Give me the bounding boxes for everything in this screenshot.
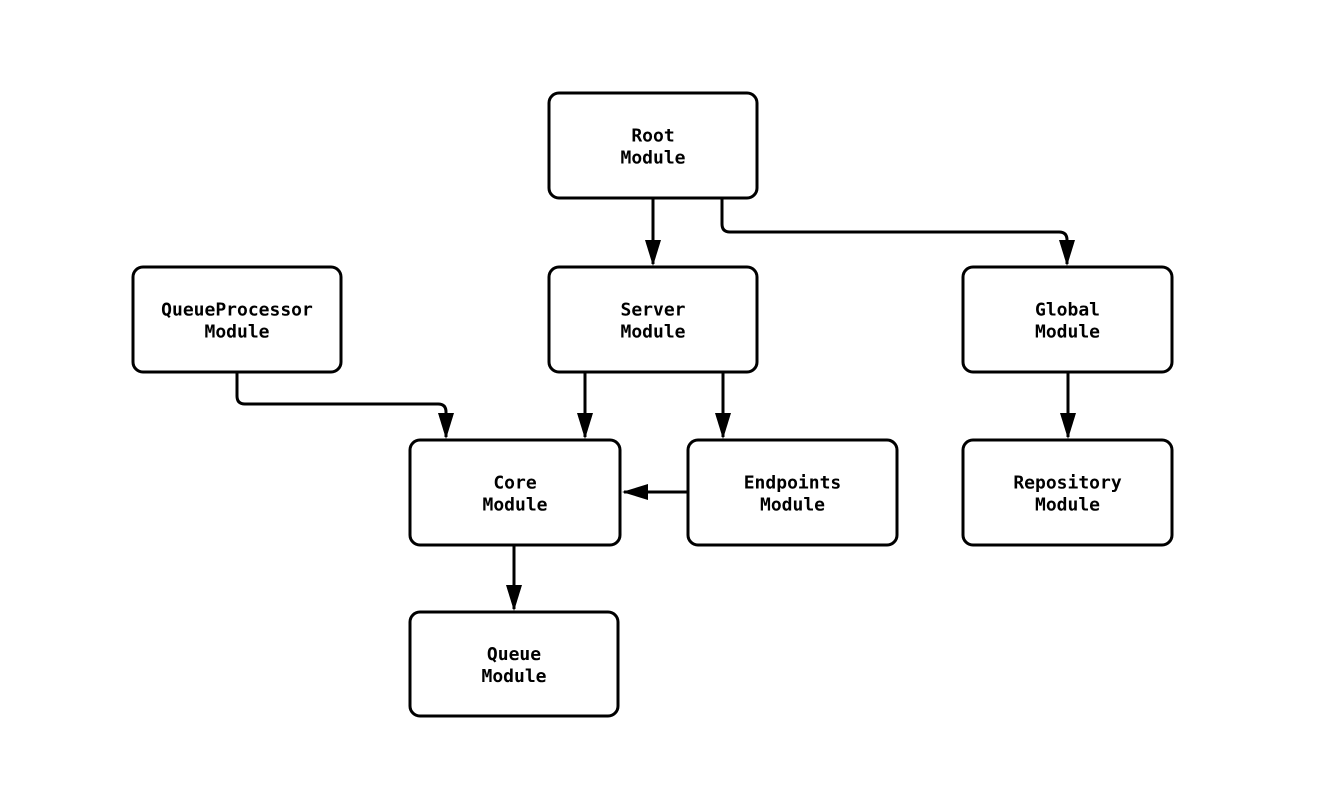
node-server-module-label-line1: Server [620,300,685,321]
node-core-module-label-line1: Core [493,473,537,494]
node-repository-module-box [961,438,1174,547]
node-queueprocessor-module: QueueProcessor Module [131,265,343,374]
node-core-module-label-line2: Module [482,495,547,516]
node-endpoints-module-label-line1: Endpoints [744,473,842,494]
node-root-module-label-line2: Module [620,148,685,169]
node-global-module-box [961,265,1174,374]
node-core-module-box [408,438,622,547]
node-global-module-label-line2: Module [1035,322,1100,343]
node-queueprocessor-module-label-line1: QueueProcessor [161,300,313,321]
node-root-module-label-line1: Root [631,126,674,147]
node-global-module: Global Module [961,265,1174,374]
node-repository-module-label-line2: Module [1035,495,1100,516]
node-root-module-box [547,91,759,200]
edge-queueprocessor-to-core-arrow [235,372,454,439]
node-queue-module: Queue Module [408,610,620,718]
node-root-module: Root Module [547,91,759,200]
node-server-module-box [547,265,759,374]
node-endpoints-module-label-line2: Module [760,495,825,516]
node-queue-module-box [408,610,620,718]
node-core-module: Core Module [408,438,622,547]
node-queueprocessor-module-box [131,265,343,374]
node-repository-module-label-line1: Repository [1013,473,1122,494]
node-queue-module-label-line1: Queue [487,644,541,665]
node-endpoints-module: Endpoints Module [686,438,899,547]
node-queueprocessor-module-label-line2: Module [204,322,269,343]
node-server-module-label-line2: Module [620,322,685,343]
edge-root-to-global-arrow [720,198,1075,266]
node-server-module: Server Module [547,265,759,374]
node-global-module-label-line1: Global [1035,300,1100,321]
node-repository-module: Repository Module [961,438,1174,547]
node-endpoints-module-box [686,438,899,547]
node-queue-module-label-line2: Module [481,666,546,687]
